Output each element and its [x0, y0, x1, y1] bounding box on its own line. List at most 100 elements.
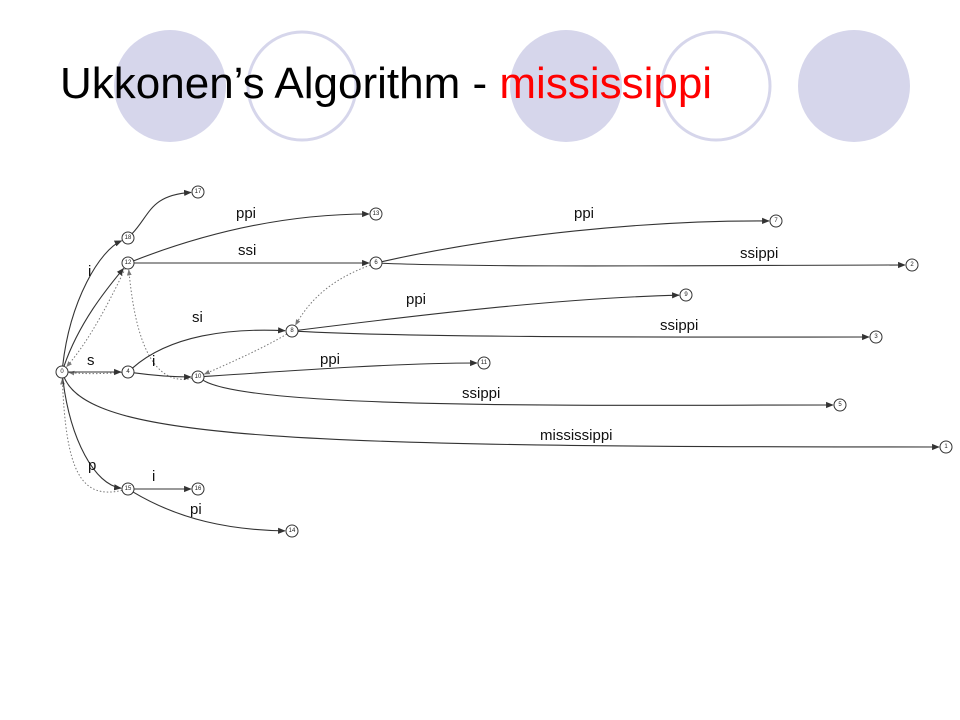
- edge-label-8-9: ppi: [406, 291, 426, 308]
- node-label-6: 6: [374, 260, 378, 266]
- node-13: 13: [369, 207, 383, 221]
- suffix-link-8-10: [203, 333, 288, 375]
- node-circle-15: [121, 482, 135, 496]
- node-label-16: 16: [195, 486, 202, 492]
- node-circle-14: [285, 524, 299, 538]
- edge-10-11: [203, 359, 478, 378]
- node-label-12: 12: [125, 260, 132, 266]
- node-circle-1: [939, 440, 953, 454]
- edge-6-2: [381, 261, 906, 269]
- title-accent: mississippi: [499, 59, 713, 108]
- edge-label-8-3: ssippi: [660, 317, 698, 334]
- edge-label-6-2: ssippi: [740, 245, 778, 262]
- suffix-links: [60, 264, 371, 493]
- edge-0-1: [63, 377, 940, 451]
- node-label-9: 9: [684, 292, 688, 298]
- node-label-10: 10: [195, 374, 202, 380]
- edge-label-10-11: ppi: [320, 351, 340, 368]
- edge-4-10: [133, 372, 192, 381]
- edge-10-5: [202, 379, 834, 409]
- node-circle-12: [121, 256, 135, 270]
- slide-title: Ukkonen’s Algorithm - mississippi: [60, 62, 712, 106]
- edge-12-13: [133, 210, 370, 262]
- node-16: 16: [191, 482, 205, 496]
- node-label-8: 8: [290, 328, 294, 334]
- edge-label-15-14: pi: [190, 501, 202, 518]
- decor-circle-3: [510, 30, 622, 142]
- node-11: 11: [477, 356, 491, 370]
- edge-label-15-16: i: [152, 468, 155, 485]
- edge-label-0-4: s: [87, 352, 95, 369]
- node-circle-11: [477, 356, 491, 370]
- suffix-link-12-0: [66, 268, 126, 368]
- node-6: 6: [369, 256, 383, 270]
- node-circle-9: [679, 288, 693, 302]
- title-main: Ukkonen’s Algorithm -: [60, 59, 500, 108]
- node-0: 0: [55, 365, 69, 379]
- node-circle-10: [191, 370, 205, 384]
- node-circle-17: [191, 185, 205, 199]
- edge-label-0-15: p: [88, 457, 96, 474]
- suffix-link-15-0: [60, 378, 123, 493]
- suffix-link-4-0: [68, 370, 123, 376]
- node-3: 3: [869, 330, 883, 344]
- node-label-18: 18: [125, 235, 132, 241]
- edge-8-9: [297, 292, 680, 331]
- node-14: 14: [285, 524, 299, 538]
- node-label-13: 13: [373, 211, 380, 217]
- node-circle-7: [769, 214, 783, 228]
- node-label-1: 1: [944, 444, 948, 450]
- node-circle-2: [905, 258, 919, 272]
- edge-label-10-5: ssippi: [462, 385, 500, 402]
- edge-4-8: [132, 327, 286, 369]
- node-18: 18: [121, 231, 135, 245]
- edge-label-12-13: ppi: [236, 205, 256, 222]
- node-7: 7: [769, 214, 783, 228]
- node-2: 2: [905, 258, 919, 272]
- edge-0-18: [62, 240, 123, 367]
- edge-label-12-6: ssi: [238, 242, 256, 259]
- node-label-2: 2: [910, 262, 914, 268]
- node-17: 17: [191, 185, 205, 199]
- edge-8-3: [297, 330, 870, 341]
- suffix-link-6-8: [295, 264, 371, 326]
- node-label-7: 7: [774, 218, 778, 224]
- decorative-circles: [114, 30, 910, 142]
- tree-edges: [62, 189, 940, 534]
- node-circle-4: [121, 365, 135, 379]
- node-label-14: 14: [289, 528, 296, 534]
- node-label-5: 5: [838, 402, 842, 408]
- node-12: 12: [121, 256, 135, 270]
- edge-label-4-8: si: [192, 309, 203, 326]
- edge-0-12: [63, 267, 125, 367]
- node-15: 15: [121, 482, 135, 496]
- node-circle-6: [369, 256, 383, 270]
- node-circle-18: [121, 231, 135, 245]
- node-8: 8: [285, 324, 299, 338]
- decor-circle-2: [246, 30, 358, 142]
- edge-label-0-12: i: [88, 263, 91, 280]
- decor-circle-5: [798, 30, 910, 142]
- edge-label-0-1: mississippi: [540, 427, 613, 444]
- node-circle-5: [833, 398, 847, 412]
- node-10: 10: [191, 370, 205, 384]
- node-circle-8: [285, 324, 299, 338]
- node-1: 1: [939, 440, 953, 454]
- node-label-15: 15: [125, 486, 132, 492]
- node-9: 9: [679, 288, 693, 302]
- node-circle-0: [55, 365, 69, 379]
- decor-circle-4: [660, 30, 772, 142]
- node-circle-3: [869, 330, 883, 344]
- node-4: 4: [121, 365, 135, 379]
- node-label-11: 11: [481, 360, 488, 366]
- node-label-4: 4: [126, 369, 130, 375]
- edge-6-7: [381, 217, 770, 263]
- node-circle-13: [369, 207, 383, 221]
- edge-0-15: [62, 377, 122, 491]
- node-label-17: 17: [195, 189, 202, 195]
- decor-circle-1: [114, 30, 226, 142]
- node-5: 5: [833, 398, 847, 412]
